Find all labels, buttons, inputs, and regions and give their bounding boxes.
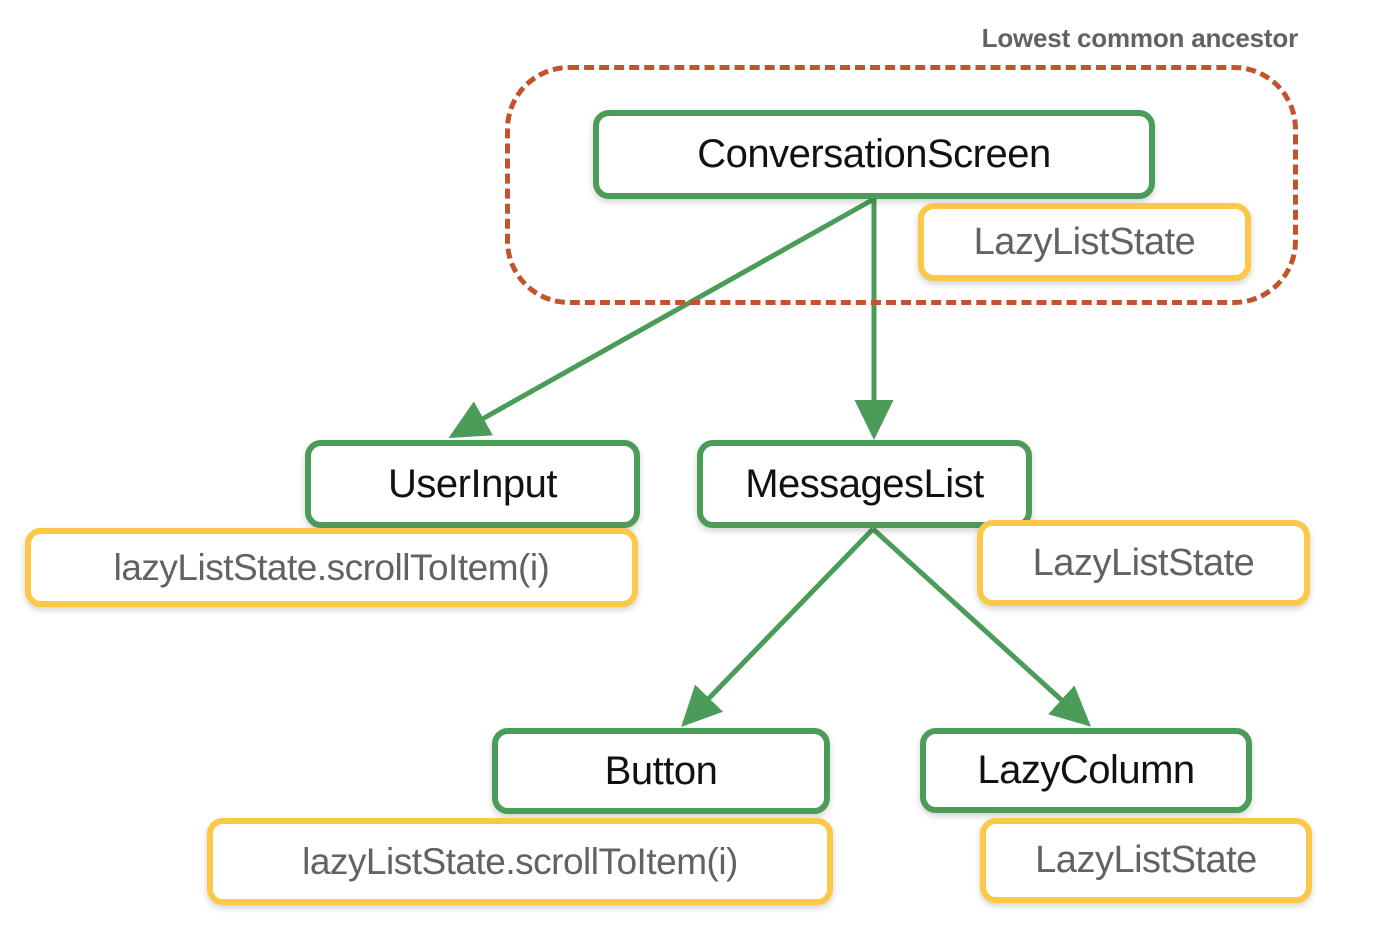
chip-button-scroll-to-item[interactable]: lazyListState.scrollToItem(i) [207,818,833,905]
node-messages-list[interactable]: MessagesList [697,440,1032,528]
lowest-common-ancestor-region [505,65,1298,305]
node-user-input[interactable]: UserInput [305,440,640,528]
edge-messages-list-to-button [681,527,875,727]
chip-user-input-scroll-to-item[interactable]: lazyListState.scrollToItem(i) [25,528,638,607]
node-conversation-screen[interactable]: ConversationScreen [593,110,1155,199]
chip-messages-list-lazyliststate[interactable]: LazyListState [977,520,1310,606]
chip-lazy-column-lazyliststate[interactable]: LazyListState [980,818,1312,903]
node-lazy-column[interactable]: LazyColumn [920,728,1252,813]
chip-conversation-screen-lazyliststate[interactable]: LazyListState [918,203,1251,281]
lowest-common-ancestor-caption: Lowest common ancestor [981,23,1299,53]
node-button[interactable]: Button [492,728,830,814]
